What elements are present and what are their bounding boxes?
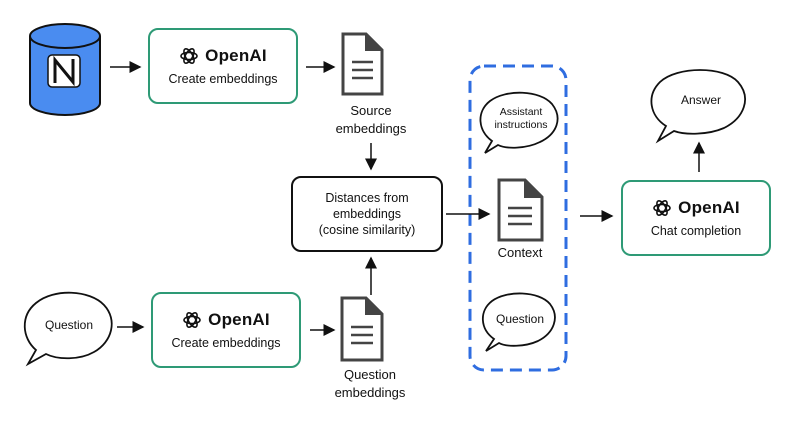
- openai-logo-icon: [653, 200, 671, 216]
- openai-logo: OpenAI: [182, 310, 270, 330]
- question-input-bubble-text: Question: [44, 318, 94, 332]
- create-embeddings-label-bottom: Create embeddings: [171, 336, 281, 350]
- source-caption-line-1: Source: [350, 103, 392, 118]
- assistant-text-line-1: Assistant: [499, 106, 543, 118]
- assistant-instructions-text: Assistant instructions: [480, 106, 562, 132]
- openai-brand-text: OpenAI: [678, 198, 740, 217]
- chat-completion-label: Chat completion: [650, 224, 742, 238]
- source-embeddings-caption: Source embeddings: [320, 102, 422, 138]
- question-caption-line-2: embeddings: [334, 385, 406, 400]
- assistant-instructions-bubble: [479, 91, 559, 154]
- context-container: [468, 64, 568, 372]
- create-embeddings-box-bottom: OpenAI Create embeddings: [151, 292, 301, 368]
- source-document-icon: [341, 32, 384, 96]
- distances-box: Distances from embeddings (cosine simila…: [291, 176, 443, 252]
- context-caption: Context: [497, 245, 543, 260]
- database-icon: [29, 23, 101, 116]
- chat-completion-box: OpenAI Chat completion: [621, 180, 771, 256]
- openai-logo-icon: [183, 312, 201, 328]
- context-question-bubble: [481, 292, 556, 352]
- openai-brand-text: OpenAI: [208, 310, 270, 329]
- openai-logo-icon: [180, 48, 198, 64]
- distances-line-2: embeddings: [332, 207, 402, 221]
- source-caption-line-2: embeddings: [335, 121, 407, 136]
- question-embeddings-caption: Question embeddings: [318, 366, 422, 402]
- assistant-text-line-2: instructions: [494, 119, 548, 131]
- question-input-bubble: [23, 291, 113, 367]
- openai-brand-text: OpenAI: [205, 46, 267, 65]
- context-question-bubble-text: Question: [495, 312, 545, 326]
- create-embeddings-label-top: Create embeddings: [168, 72, 278, 86]
- distances-line-1: Distances from: [325, 191, 409, 205]
- openai-logo: OpenAI: [652, 198, 740, 218]
- distances-line-3: (cosine similarity): [318, 223, 416, 237]
- answer-bubble: [650, 69, 746, 144]
- answer-bubble-text: Answer: [680, 93, 721, 107]
- create-embeddings-box-top: OpenAI Create embeddings: [148, 28, 298, 104]
- question-document-icon: [340, 296, 384, 362]
- question-caption-line-1: Question: [343, 367, 397, 382]
- context-document-icon: [497, 178, 544, 242]
- openai-logo: OpenAI: [179, 46, 267, 66]
